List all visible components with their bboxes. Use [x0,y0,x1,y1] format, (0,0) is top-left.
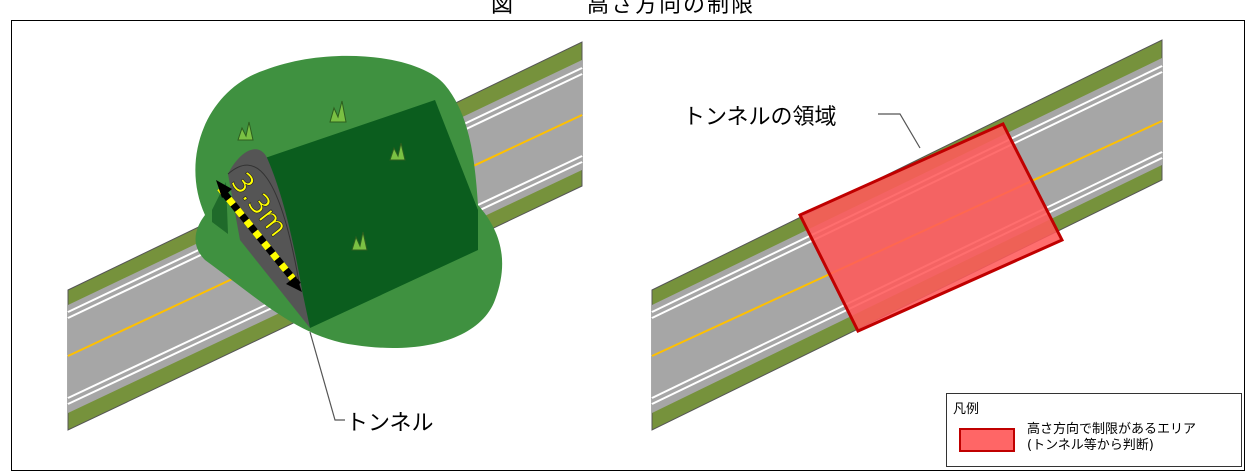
legend-swatch-restricted [959,428,1015,452]
legend-line-2: (トンネル等から判断) [1027,438,1154,453]
legend-box: 凡例 高さ方向で制限があるエリア (トンネル等から判断) [946,393,1242,467]
legend-line-1: 高さ方向で制限があるエリア [1027,422,1197,437]
tunnel-area-label: トンネルの領域 [683,105,837,130]
legend-item-restricted-label: 高さ方向で制限があるエリア (トンネル等から判断) [1027,422,1196,454]
grass-icon [237,100,406,251]
clearance-dimension: 3.3m [216,166,302,292]
tunnel-area-leader-line [878,113,921,149]
legend-title: 凡例 [953,402,980,417]
restricted-area [797,122,1065,333]
tunnel-label: トンネル [346,411,434,436]
tunnel-leader-line [309,331,345,421]
figure-title: 図 高さ方向の制限 [490,0,755,18]
